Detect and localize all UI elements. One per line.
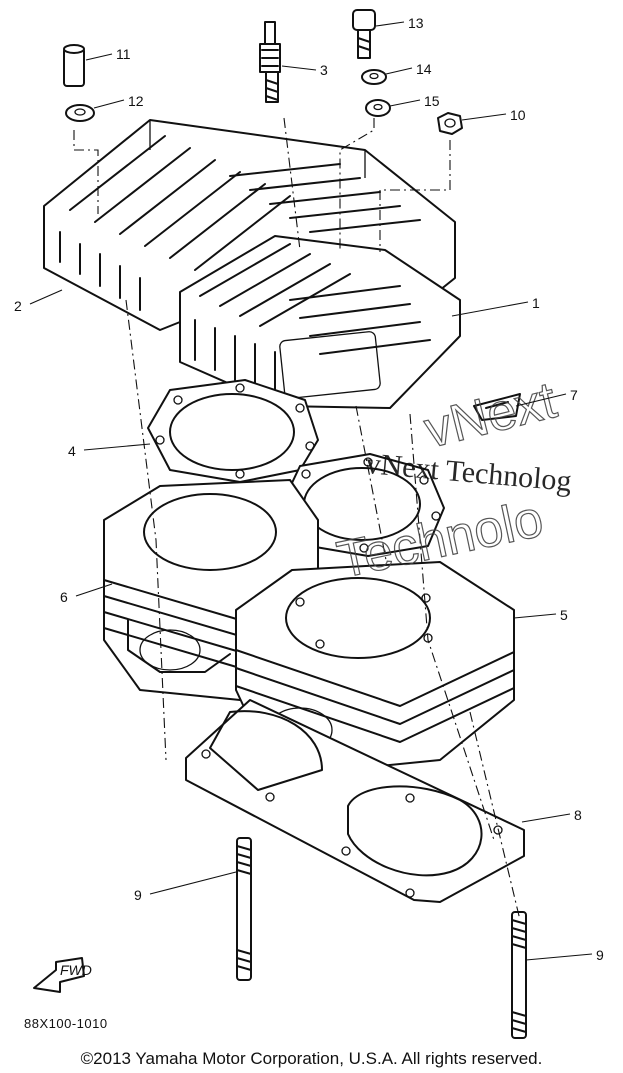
callout-9-right: 9 [596,947,604,963]
callout-7: 7 [570,387,578,403]
part-9-stud-left [236,837,252,981]
part-11-collar [63,44,85,87]
callout-5: 5 [560,607,568,623]
callout-4: 4 [68,443,76,459]
callout-13: 13 [408,15,424,31]
callout-2: 2 [14,298,22,314]
part-15-washer [365,99,391,117]
fwd-arrow-icon: FWD [33,957,92,993]
callout-8: 8 [574,807,582,823]
part-12-washer [65,104,95,122]
callout-12: 12 [128,93,144,109]
callout-9-left: 9 [134,887,142,903]
callout-1: 1 [532,295,540,311]
fwd-mark: FWD [60,962,92,978]
diagram-part-code: 88X100-1010 [24,1016,108,1031]
callout-14: 14 [416,61,432,77]
part-3-spark-plug [259,21,281,103]
callout-3: 3 [320,62,328,78]
part-7-clip [473,393,521,421]
part-8-base-gasket [185,699,525,903]
copyright-notice: ©2013 Yamaha Motor Corporation, U.S.A. A… [80,1049,543,1068]
part-13-bolt [352,9,376,59]
leader-lines [29,21,593,961]
callout-10: 10 [510,107,526,123]
callout-15: 15 [424,93,440,109]
callout-6: 6 [60,589,68,605]
part-9-stud-right [511,911,527,1039]
watermark-outline-top: vNext [419,371,563,460]
alignment-lines [73,117,521,921]
part-1-cylinder-head-front [179,235,461,409]
callout-numbers: 11 12 3 13 14 15 10 2 1 4 7 6 5 8 9 9 [14,15,604,963]
part-4-head-gasket-rear [147,379,319,483]
part-10-nut [437,112,463,135]
callout-11: 11 [116,46,131,62]
part-14-lock-washer [361,69,387,85]
part-5-cylinder-front [235,561,515,771]
